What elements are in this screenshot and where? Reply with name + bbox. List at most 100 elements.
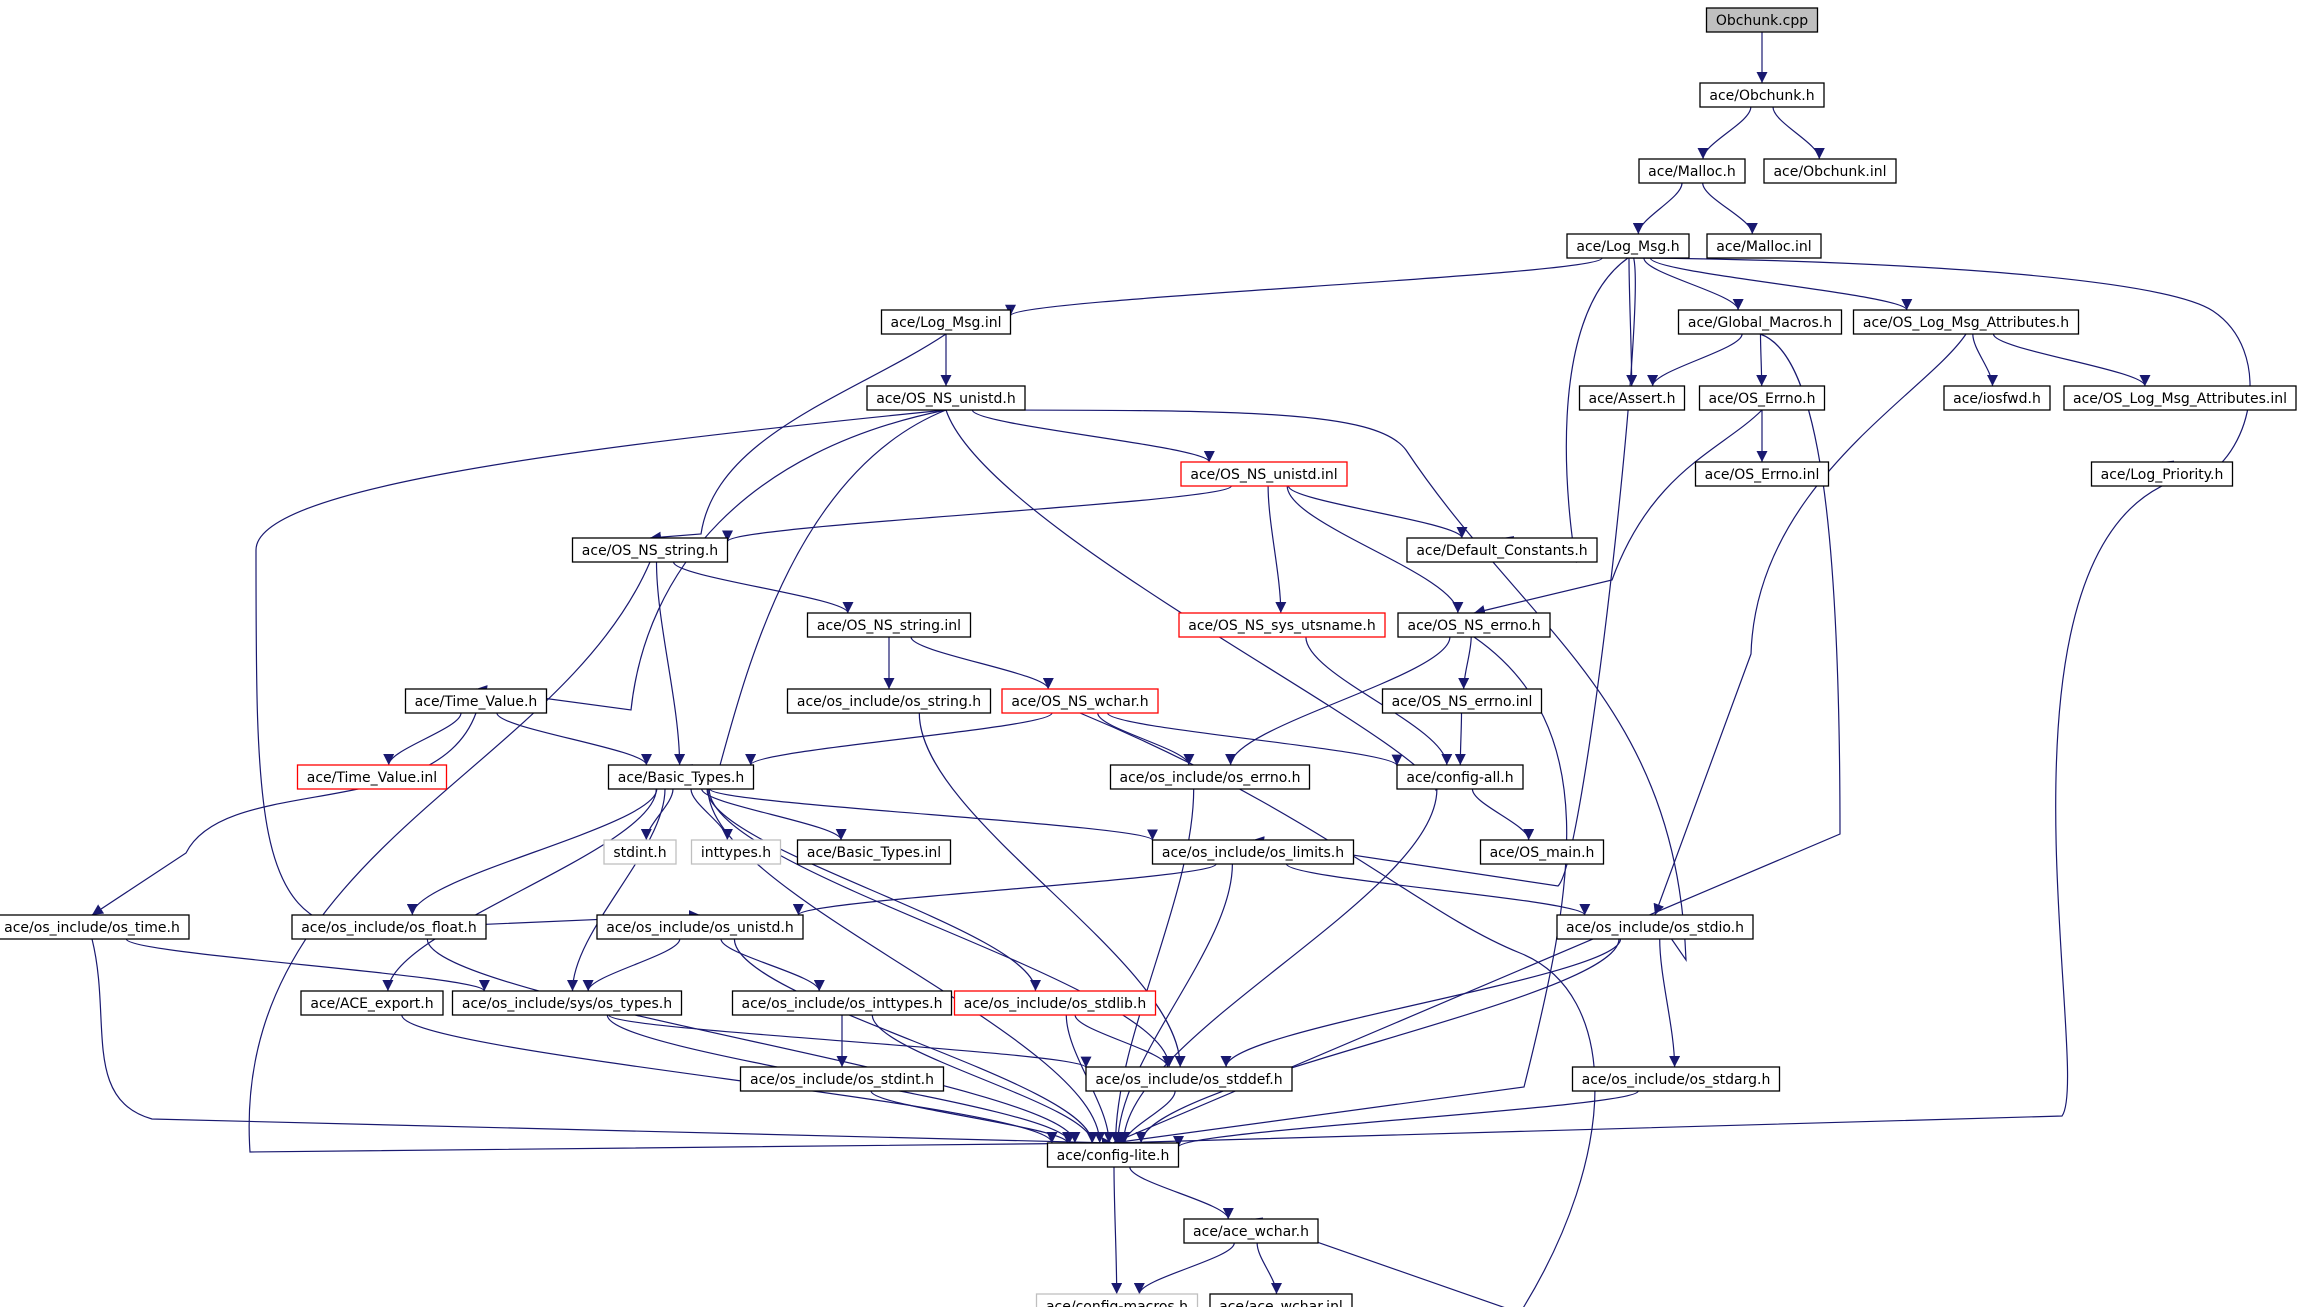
node-box	[953, 990, 1157, 1016]
node-os_log_msg_attr_inl[interactable]: ace/OS_Log_Msg_Attributes.inl	[2063, 385, 2297, 411]
node-box	[451, 990, 683, 1016]
node-box	[1109, 764, 1311, 790]
node-label: ace/config-all.h	[1406, 770, 1513, 786]
node-os_ns_wchar_h[interactable]: ace/OS_NS_wchar.h	[1001, 688, 1159, 714]
node-default_constants_h[interactable]: ace/Default_Constants.h	[1406, 537, 1598, 563]
node-label: ace/OS_Errno.inl	[1705, 467, 1820, 483]
edge-os_ns_unistd_inl-to-os_ns_sys_utsname_h	[1267, 485, 1287, 614]
node-basic_types_h[interactable]: ace/Basic_Types.h	[607, 764, 755, 790]
node-time_value_inl[interactable]: ace/Time_Value.inl	[296, 764, 448, 790]
node-obchunk_cpp[interactable]: Obchunk.cpp	[1705, 7, 1819, 33]
edge-global_macros_h-to-os_errno_h	[1756, 333, 1768, 387]
edge-os_include_os_unistd_h-to-os_include_sys_os_types_h	[582, 938, 681, 992]
node-os_errno_inl[interactable]: ace/OS_Errno.inl	[1694, 461, 1830, 487]
node-os_include_os_float_h[interactable]: ace/os_include/os_float.h	[291, 914, 487, 940]
edge-os_include_os_stdio_h-to-config_lite_h	[1135, 938, 1620, 1144]
node-box	[571, 537, 729, 563]
node-global_macros_h[interactable]: ace/Global_Macros.h	[1677, 309, 1843, 335]
node-box	[1556, 914, 1754, 940]
node-label: stdint.h	[613, 845, 666, 861]
node-ace_export_h[interactable]: ace/ACE_export.h	[300, 990, 444, 1016]
edge-log_msg_h-to-os_log_msg_attr_h	[1649, 257, 1913, 311]
edge-log_msg_h-to-log_priority_h	[1627, 257, 2251, 478]
node-os_ns_unistd_inl[interactable]: ace/OS_NS_unistd.inl	[1180, 461, 1348, 487]
node-box	[296, 764, 448, 790]
node-os_include_os_unistd_h[interactable]: ace/os_include/os_unistd.h	[596, 914, 804, 940]
node-basic_types_inl[interactable]: ace/Basic_Types.inl	[796, 839, 952, 865]
node-box	[1706, 233, 1822, 259]
node-box	[1183, 1218, 1319, 1244]
node-label: ace/Basic_Types.inl	[807, 845, 941, 861]
edge-basic_types_h-to-inttypes_h	[690, 788, 733, 841]
node-box	[1638, 158, 1746, 184]
node-box	[1943, 385, 2051, 411]
node-os_ns_string_inl[interactable]: ace/OS_NS_string.inl	[806, 612, 972, 638]
edge-log_msg_h-to-os_include_os_limits_h	[1252, 253, 1636, 887]
node-ace_wchar_inl[interactable]: ace/ace_wchar.inl	[1209, 1293, 1353, 1307]
node-iosfwd_h[interactable]: ace/iosfwd.h	[1943, 385, 2051, 411]
node-os_errno_h[interactable]: ace/OS_Errno.h	[1698, 385, 1826, 411]
node-box	[1479, 839, 1605, 865]
edge-os_include_os_limits_h-to-os_include_os_stdio_h	[1285, 863, 1591, 916]
node-box	[1178, 612, 1386, 638]
node-label: ace/OS_Log_Msg_Attributes.h	[1863, 315, 2069, 331]
edge-log_msg_h-to-log_msg_inl	[1005, 257, 1603, 317]
node-log_priority_h[interactable]: ace/Log_Priority.h	[2090, 461, 2234, 487]
node-malloc_h[interactable]: ace/Malloc.h	[1638, 158, 1746, 184]
node-malloc_inl[interactable]: ace/Malloc.inl	[1706, 233, 1822, 259]
node-os_include_sys_os_types_h[interactable]: ace/os_include/sys/os_types.h	[451, 990, 683, 1016]
node-os_include_os_inttypes_h[interactable]: ace/os_include/os_inttypes.h	[731, 990, 953, 1016]
edge-basic_types_h-to-stdint_h	[640, 788, 674, 841]
node-assert_h[interactable]: ace/Assert.h	[1578, 385, 1686, 411]
node-label: ace/os_include/os_inttypes.h	[742, 996, 943, 1012]
node-box	[1381, 688, 1543, 714]
node-obchunk_h[interactable]: ace/Obchunk.h	[1699, 82, 1825, 108]
node-label: ace/config-macros.h	[1046, 1299, 1188, 1307]
node-os_ns_sys_utsname_h[interactable]: ace/OS_NS_sys_utsname.h	[1178, 612, 1386, 638]
node-box	[2090, 461, 2234, 487]
node-label: ace/Log_Msg.inl	[891, 315, 1002, 331]
node-os_include_os_time_h[interactable]: ace/os_include/os_time.h	[0, 914, 190, 940]
node-box	[796, 839, 952, 865]
node-obchunk_inl[interactable]: ace/Obchunk.inl	[1763, 158, 1897, 184]
node-os_ns_errno_inl[interactable]: ace/OS_NS_errno.inl	[1381, 688, 1543, 714]
node-os_include_os_limits_h[interactable]: ace/os_include/os_limits.h	[1151, 839, 1355, 865]
node-os_ns_errno_h[interactable]: ace/OS_NS_errno.h	[1397, 612, 1551, 638]
node-box	[1677, 309, 1843, 335]
node-os_ns_unistd_h[interactable]: ace/OS_NS_unistd.h	[866, 385, 1026, 411]
node-config_all_h[interactable]: ace/config-all.h	[1396, 764, 1524, 790]
node-label: ace/Assert.h	[1589, 391, 1676, 407]
node-os_include_os_string_h[interactable]: ace/os_include/os_string.h	[786, 688, 992, 714]
node-os_include_os_stdlib_h[interactable]: ace/os_include/os_stdlib.h	[953, 990, 1157, 1016]
node-label: ace/Time_Value.h	[415, 694, 538, 710]
edge-os_ns_wchar_h-to-ace_wchar_h	[1079, 712, 1596, 1307]
node-box	[1001, 688, 1159, 714]
node-log_msg_h[interactable]: ace/Log_Msg.h	[1566, 233, 1690, 259]
node-os_ns_string_h[interactable]: ace/OS_NS_string.h	[571, 537, 729, 563]
node-os_include_os_stdint_h[interactable]: ace/os_include/os_stdint.h	[739, 1066, 945, 1092]
edge-os_include_os_stdio_h-to-os_include_os_stddef_h	[1220, 938, 1622, 1068]
node-time_value_h[interactable]: ace/Time_Value.h	[404, 688, 548, 714]
node-box	[300, 990, 444, 1016]
edge-os_include_os_limits_h-to-config_lite_h	[1112, 863, 1233, 1144]
edge-os_include_os_stdint_h-to-config_lite_h	[870, 1090, 1073, 1144]
edge-basic_types_h-to-config_lite_h	[707, 788, 1106, 1144]
node-os_include_os_errno_h[interactable]: ace/os_include/os_errno.h	[1109, 764, 1311, 790]
node-label: ace/os_include/os_time.h	[4, 920, 180, 936]
edge-os_ns_unistd_inl-to-os_ns_errno_h	[1286, 485, 1464, 614]
node-label: ace/os_include/os_errno.h	[1120, 770, 1301, 786]
node-label: ace/Obchunk.inl	[1773, 164, 1886, 180]
node-os_include_os_stddef_h[interactable]: ace/os_include/os_stddef.h	[1085, 1066, 1293, 1092]
edge-os_ns_errno_h-to-os_include_os_errno_h	[1225, 636, 1451, 766]
node-box	[1085, 1066, 1293, 1092]
node-log_msg_inl[interactable]: ace/Log_Msg.inl	[880, 309, 1012, 335]
node-box	[1763, 158, 1897, 184]
node-ace_wchar_h[interactable]: ace/ace_wchar.h	[1183, 1218, 1319, 1244]
node-os_include_os_stdio_h[interactable]: ace/os_include/os_stdio.h	[1556, 914, 1754, 940]
node-config_lite_h[interactable]: ace/config-lite.h	[1046, 1142, 1180, 1168]
node-os_main_h[interactable]: ace/OS_main.h	[1479, 839, 1605, 865]
node-os_log_msg_attr_h[interactable]: ace/OS_Log_Msg_Attributes.h	[1852, 309, 2080, 335]
edge-time_value_h-to-os_include_os_time_h	[91, 712, 477, 916]
edge-os_ns_string_h-to-os_ns_string_inl	[672, 561, 854, 614]
node-os_include_os_stdarg_h[interactable]: ace/os_include/os_stdarg.h	[1571, 1066, 1781, 1092]
